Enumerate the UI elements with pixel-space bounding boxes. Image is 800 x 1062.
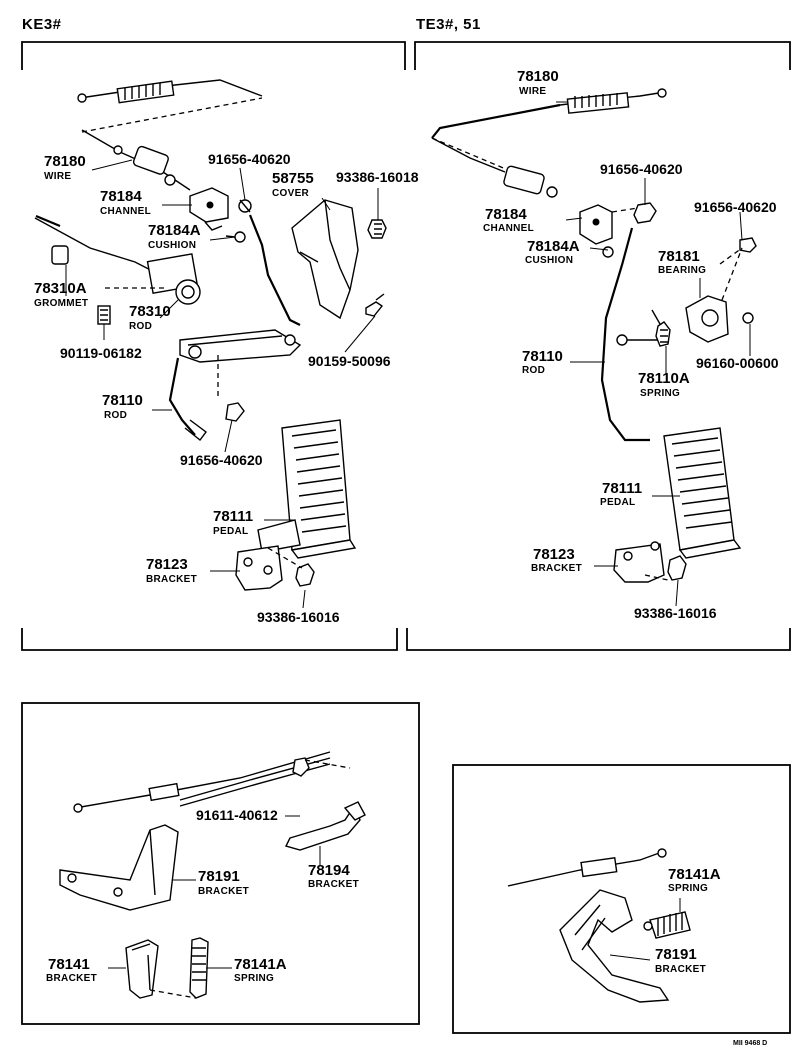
part-name: CUSHION bbox=[525, 255, 574, 266]
right-pedal bbox=[663, 427, 742, 559]
part-number: 78141A bbox=[668, 866, 721, 883]
left-wire-assembly bbox=[77, 79, 263, 191]
part-name: PEDAL bbox=[600, 497, 636, 508]
section-header-ke3: KE3# bbox=[22, 16, 62, 33]
part-number: 90119-06182 bbox=[60, 345, 142, 361]
left-bracket bbox=[235, 545, 315, 591]
part-name: BRACKET bbox=[46, 973, 97, 984]
part-name: BRACKET bbox=[308, 879, 359, 890]
part-number: 78110 bbox=[522, 348, 563, 365]
part-name: CUSHION bbox=[148, 240, 197, 251]
part-number: 96160-00600 bbox=[696, 355, 779, 371]
part-name: PEDAL bbox=[213, 526, 249, 537]
left-pedal bbox=[257, 419, 357, 559]
part-number: 78184A bbox=[148, 222, 201, 239]
footer-code: MII 9468 D bbox=[733, 1040, 768, 1047]
right-leader-lines bbox=[556, 101, 751, 607]
part-number: 78180 bbox=[44, 153, 86, 170]
section-frames bbox=[21, 41, 791, 1034]
part-name: SPRING bbox=[234, 973, 275, 984]
inset-right-leaders bbox=[609, 898, 681, 961]
part-number: 78180 bbox=[517, 68, 559, 85]
right-bracket bbox=[613, 541, 687, 583]
part-name: WIRE bbox=[44, 171, 72, 182]
part-name: WIRE bbox=[519, 86, 547, 97]
inset-left-art bbox=[59, 751, 366, 999]
part-name: CHANNEL bbox=[100, 206, 151, 217]
part-name: ROD bbox=[104, 410, 128, 421]
part-name: SPRING bbox=[640, 388, 681, 399]
part-name: GROMMET bbox=[34, 298, 89, 309]
part-number: 78191 bbox=[655, 946, 697, 963]
part-number: 93386-16016 bbox=[257, 609, 340, 625]
part-number: 78181 bbox=[658, 248, 700, 265]
part-number: 90159-50096 bbox=[308, 353, 391, 369]
part-number: 78141 bbox=[48, 956, 90, 973]
section-header-te3: TE3#, 51 bbox=[416, 16, 481, 33]
part-name: BRACKET bbox=[531, 563, 582, 574]
part-number: 78184 bbox=[485, 206, 527, 223]
left-throttle-link bbox=[34, 214, 201, 325]
part-number: 78110A bbox=[638, 370, 690, 387]
part-number: 78111 bbox=[602, 480, 643, 497]
part-number: 93386-16018 bbox=[336, 169, 419, 185]
inset-left-leaders bbox=[108, 815, 321, 969]
part-number: 78191 bbox=[198, 868, 240, 885]
part-name: BRACKET bbox=[198, 886, 249, 897]
part-name: CHANNEL bbox=[483, 223, 534, 234]
part-number: 91656-40620 bbox=[208, 151, 291, 167]
left-leader-lines bbox=[65, 159, 379, 609]
part-number: 78310A bbox=[34, 280, 87, 297]
part-number: 78111 bbox=[213, 508, 254, 525]
part-number: 78194 bbox=[308, 862, 350, 879]
part-name: COVER bbox=[272, 188, 310, 199]
right-channel-cushion bbox=[579, 202, 757, 258]
part-number: 78123 bbox=[533, 546, 575, 563]
part-number: 78184A bbox=[527, 238, 580, 255]
part-number: 78310 bbox=[129, 303, 171, 320]
part-name: ROD bbox=[522, 365, 546, 376]
part-name: BEARING bbox=[658, 265, 707, 276]
part-number: 91656-40620 bbox=[600, 161, 683, 177]
part-number: 78184 bbox=[100, 188, 142, 205]
part-number: 78110 bbox=[102, 392, 143, 409]
part-name: BRACKET bbox=[146, 574, 197, 585]
left-cover bbox=[291, 199, 387, 320]
part-number: 91656-40620 bbox=[180, 452, 263, 468]
part-number: 78123 bbox=[146, 556, 188, 573]
part-number: 93386-16016 bbox=[634, 605, 717, 621]
right-wire-assembly bbox=[431, 88, 667, 198]
right-accelerator-rod bbox=[600, 227, 660, 442]
left-accelerator-rod bbox=[168, 199, 302, 441]
part-name: SPRING bbox=[668, 883, 709, 894]
inset-right-art bbox=[507, 848, 691, 1003]
part-number: 78141A bbox=[234, 956, 287, 973]
part-number: 91656-40620 bbox=[694, 199, 777, 215]
part-number: 91611-40612 bbox=[196, 807, 278, 823]
part-name: BRACKET bbox=[655, 964, 706, 975]
part-number: 58755 bbox=[272, 170, 314, 187]
part-name: ROD bbox=[129, 321, 153, 332]
right-bearing-spring bbox=[651, 247, 754, 347]
